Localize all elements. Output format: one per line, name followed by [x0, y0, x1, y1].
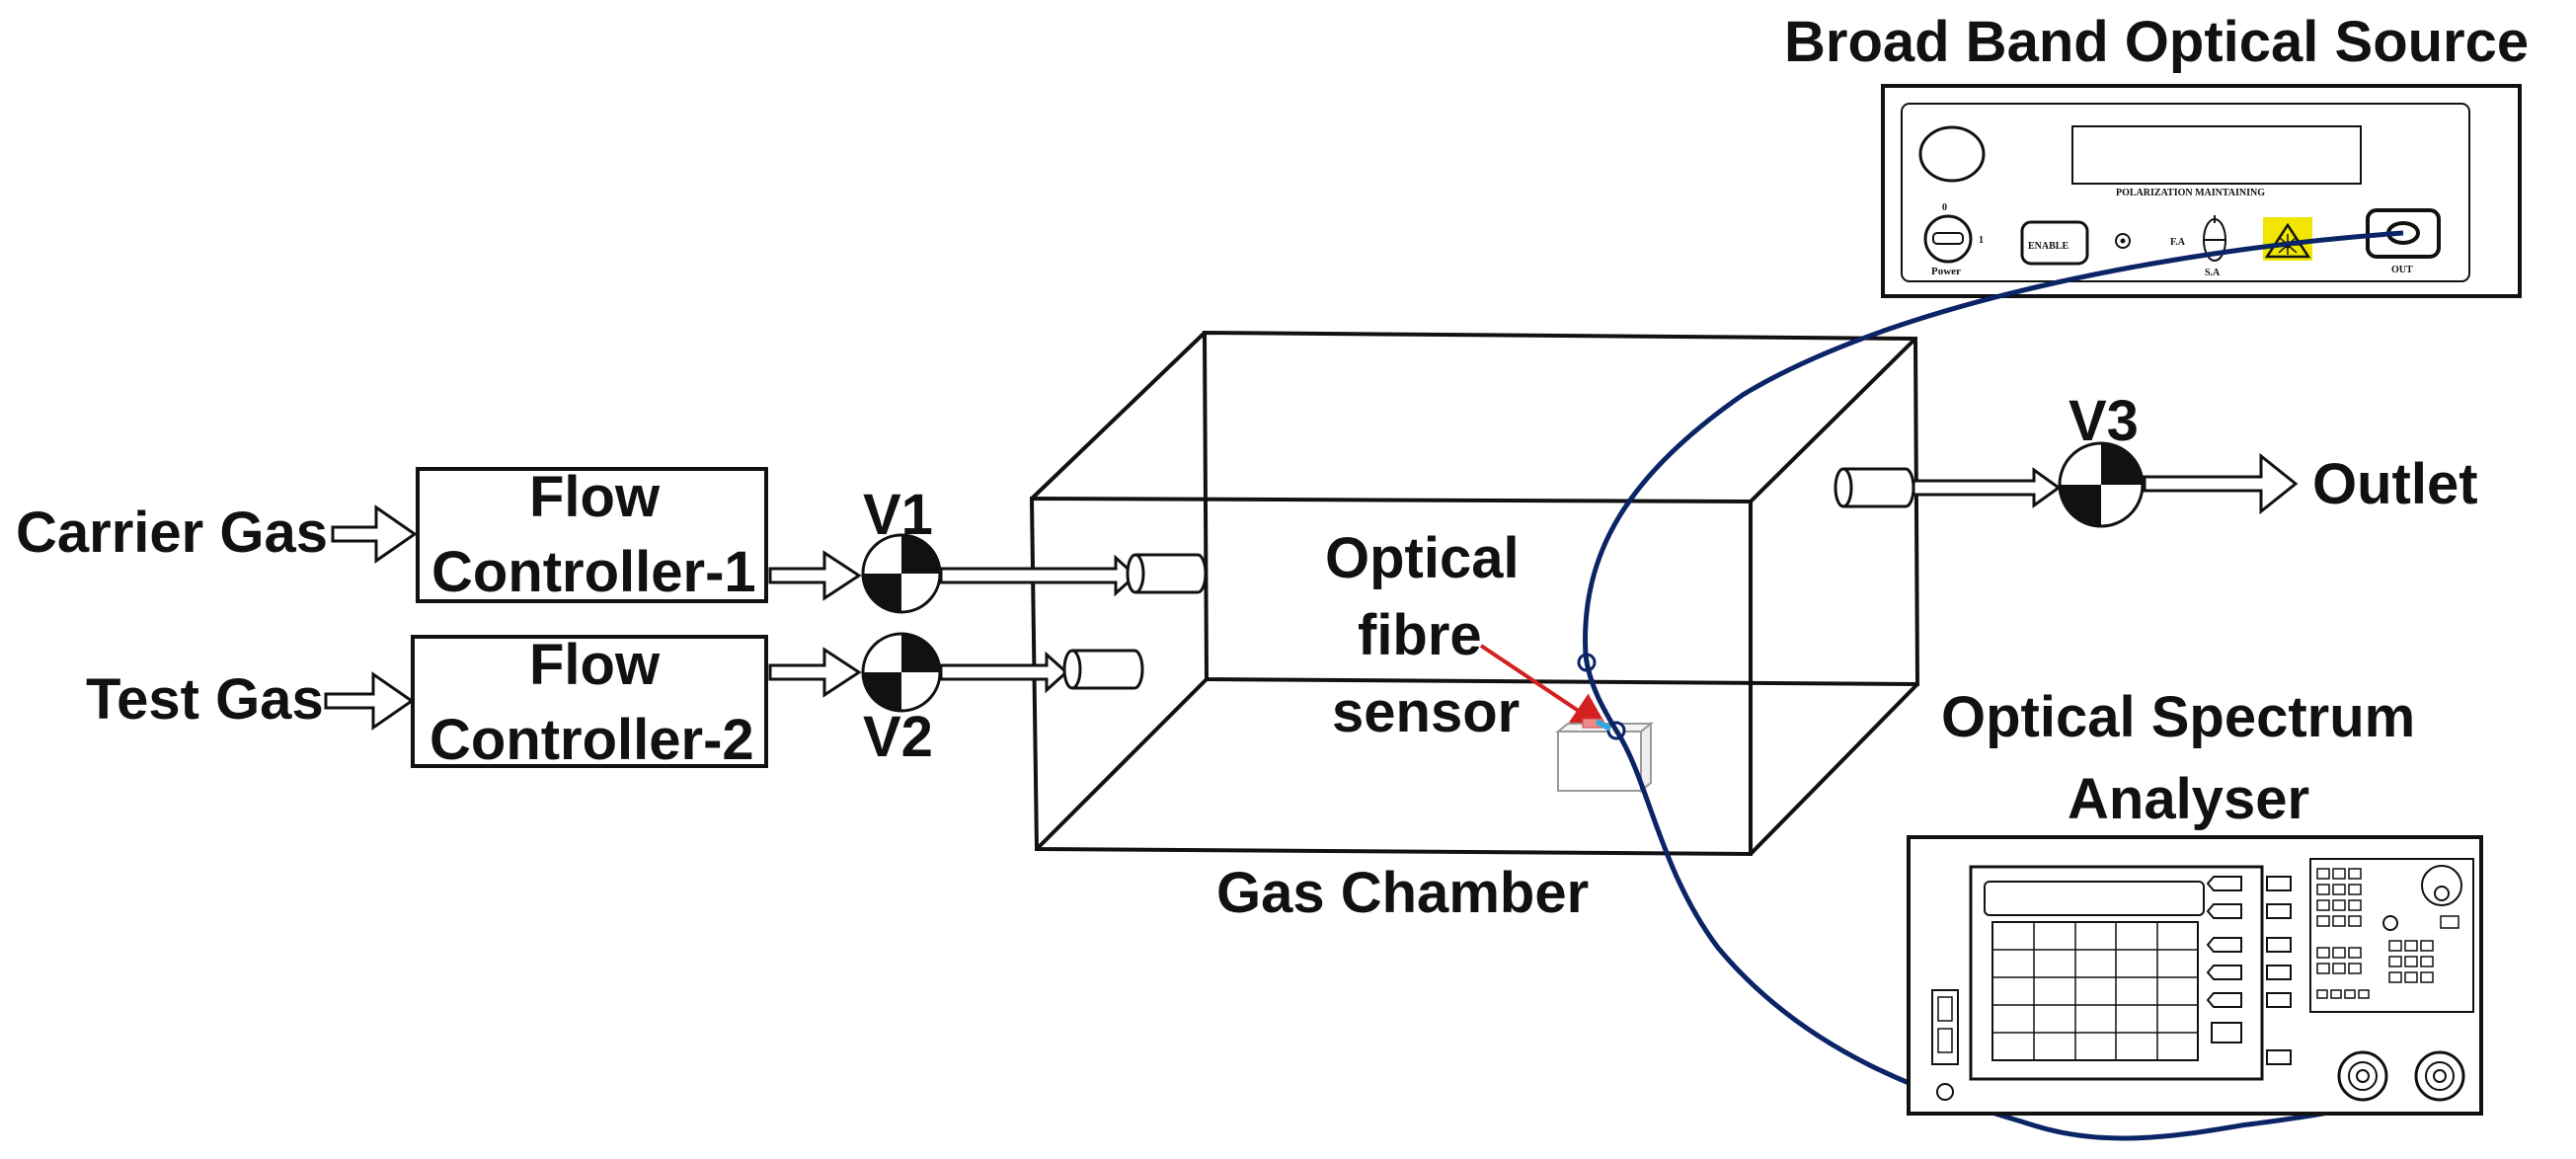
broadband-source-title: Broad Band Optical Source	[1784, 10, 2529, 74]
outlet-label: Outlet	[2312, 452, 2478, 516]
laser-warning-icon	[2263, 217, 2312, 261]
sensor-label-line3: sensor	[1332, 680, 1520, 744]
enable-button[interactable]	[2020, 220, 2089, 266]
fc2-to-v2-arrow	[768, 647, 862, 698]
outlet-port	[1834, 467, 1915, 508]
source-display	[2071, 125, 2362, 185]
osa-title-line2: Analyser	[2068, 767, 2309, 831]
fa-label: F.A	[2170, 237, 2186, 248]
valve-v2-label: V2	[863, 705, 933, 769]
valve-v1[interactable]	[861, 533, 942, 614]
valve-v2[interactable]	[861, 632, 942, 713]
test-gas-arrow	[324, 671, 415, 731]
inlet-port-1	[1126, 553, 1208, 594]
valve-v3[interactable]	[2058, 441, 2145, 528]
switch-on-label: 1	[1979, 235, 1984, 246]
carrier-gas-arrow	[331, 504, 418, 564]
inlet-port-2	[1062, 649, 1144, 690]
optical-spectrum-analyser	[1907, 835, 2483, 1116]
v1-to-chamber-arrow	[939, 554, 1138, 597]
broadband-source-device: POLARIZATION MAINTAINING 0 1 Power ENABL…	[1881, 84, 2522, 298]
sensor-label-line1: Optical	[1325, 526, 1520, 590]
test-gas-label: Test Gas	[86, 667, 324, 732]
flow-controller-2-line1: Flow	[529, 633, 661, 697]
outlet-arrow	[2143, 452, 2299, 515]
enable-label: ENABLE	[2028, 241, 2069, 252]
osa-power-button[interactable]	[1936, 1083, 1954, 1101]
power-label: Power	[1931, 266, 1961, 277]
fc1-to-v1-arrow	[768, 550, 862, 601]
sa-label: S.A	[2205, 268, 2221, 278]
gas-chamber-label: Gas Chamber	[1216, 861, 1589, 925]
flow-controller-1: Flow Controller-1	[416, 465, 768, 604]
carrier-gas-label: Carrier Gas	[16, 501, 328, 565]
osa-screen	[1991, 921, 2199, 1061]
chamber-to-v3-arrow	[1912, 467, 2062, 508]
flow-controller-2: Flow Controller-2	[411, 633, 768, 772]
v2-to-chamber-arrow	[939, 651, 1069, 694]
switch-off-label: 0	[1942, 202, 1947, 213]
flow-controller-1-line1: Flow	[529, 465, 661, 529]
osa-title-line1: Optical Spectrum	[1941, 685, 2415, 749]
out-label: OUT	[2391, 265, 2413, 275]
source-knob[interactable]	[1918, 125, 1986, 183]
polarization-label: POLARIZATION MAINTAINING	[2116, 188, 2265, 198]
flow-controller-1-line2: Controller-1	[431, 540, 756, 604]
fiber-tip	[1595, 719, 1612, 732]
sensor-pointer-arrow	[1479, 644, 1610, 733]
osa-soft-keys[interactable]	[2206, 876, 2292, 1065]
sensor-label-line2: fibre	[1358, 603, 1482, 667]
sensor-cell	[1555, 718, 1654, 794]
flow-controller-2-line2: Controller-2	[429, 708, 754, 772]
